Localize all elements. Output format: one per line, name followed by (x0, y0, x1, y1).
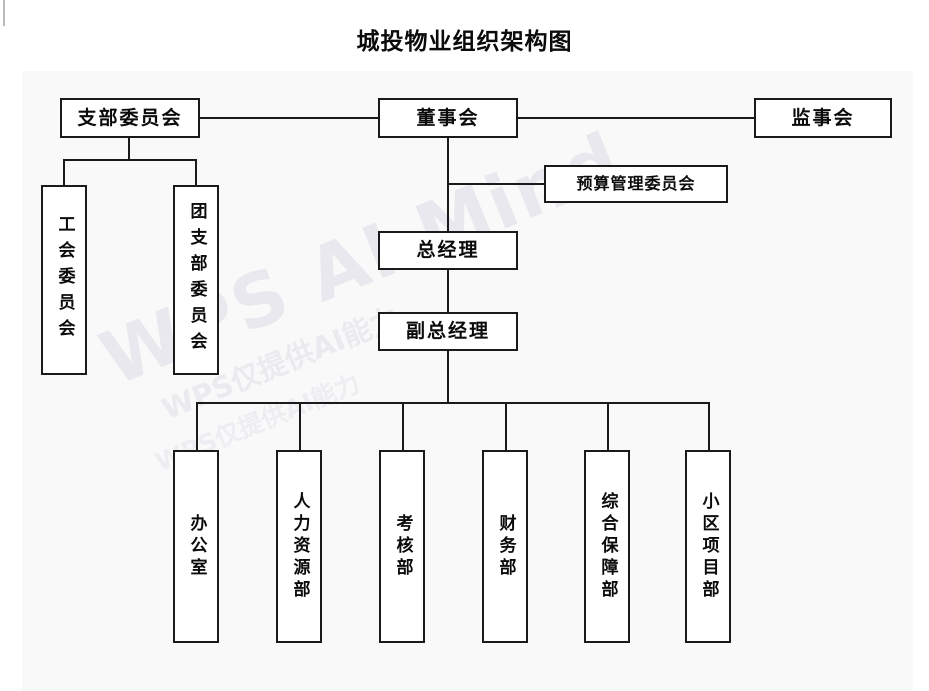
node-comprehensive-support-department[interactable]: 综合保障部 (584, 450, 630, 643)
node-board-of-directors[interactable]: 董事会 (378, 98, 518, 138)
node-label: 小区项目部 (698, 491, 719, 602)
connector-lines (63, 117, 754, 450)
node-party-branch-committee[interactable]: 支部委员会 (60, 98, 200, 138)
node-assessment-department[interactable]: 考核部 (379, 450, 425, 643)
node-label: 办公室 (186, 513, 207, 580)
node-label: 工会委员会 (54, 215, 75, 345)
node-label: 副总经理 (405, 320, 490, 342)
node-human-resources-department[interactable]: 人力资源部 (276, 450, 322, 643)
node-label: 财务部 (495, 513, 516, 580)
node-label: 预算管理委员会 (576, 174, 696, 193)
node-label: 董事会 (416, 106, 480, 129)
node-board-of-supervisors[interactable]: 监事会 (754, 98, 892, 138)
node-youth-league-branch-committee[interactable]: 团支部委员会 (173, 185, 219, 375)
node-label: 人力资源部 (289, 491, 310, 602)
node-labor-union-committee[interactable]: 工会委员会 (41, 185, 87, 375)
node-label: 总经理 (416, 239, 480, 261)
page-title: 城投物业组织架构图 (356, 28, 573, 55)
node-office[interactable]: 办公室 (173, 450, 219, 643)
node-label: 监事会 (791, 106, 855, 129)
node-finance-department[interactable]: 财务部 (482, 450, 528, 643)
node-community-project-department[interactable]: 小区项目部 (685, 450, 731, 643)
org-chart-canvas: WPS AI Mind WPS仅提供AI能力 WPS仅提供AI能力 (22, 71, 913, 691)
node-label: 考核部 (392, 513, 413, 580)
node-general-manager[interactable]: 总经理 (378, 231, 518, 270)
node-deputy-general-manager[interactable]: 副总经理 (378, 312, 518, 351)
node-label: 综合保障部 (597, 491, 618, 602)
node-label: 团支部委员会 (186, 202, 207, 358)
node-budget-management-committee[interactable]: 预算管理委员会 (544, 165, 728, 203)
scan-edge-artifact (3, 0, 5, 26)
node-label: 支部委员会 (77, 106, 183, 129)
